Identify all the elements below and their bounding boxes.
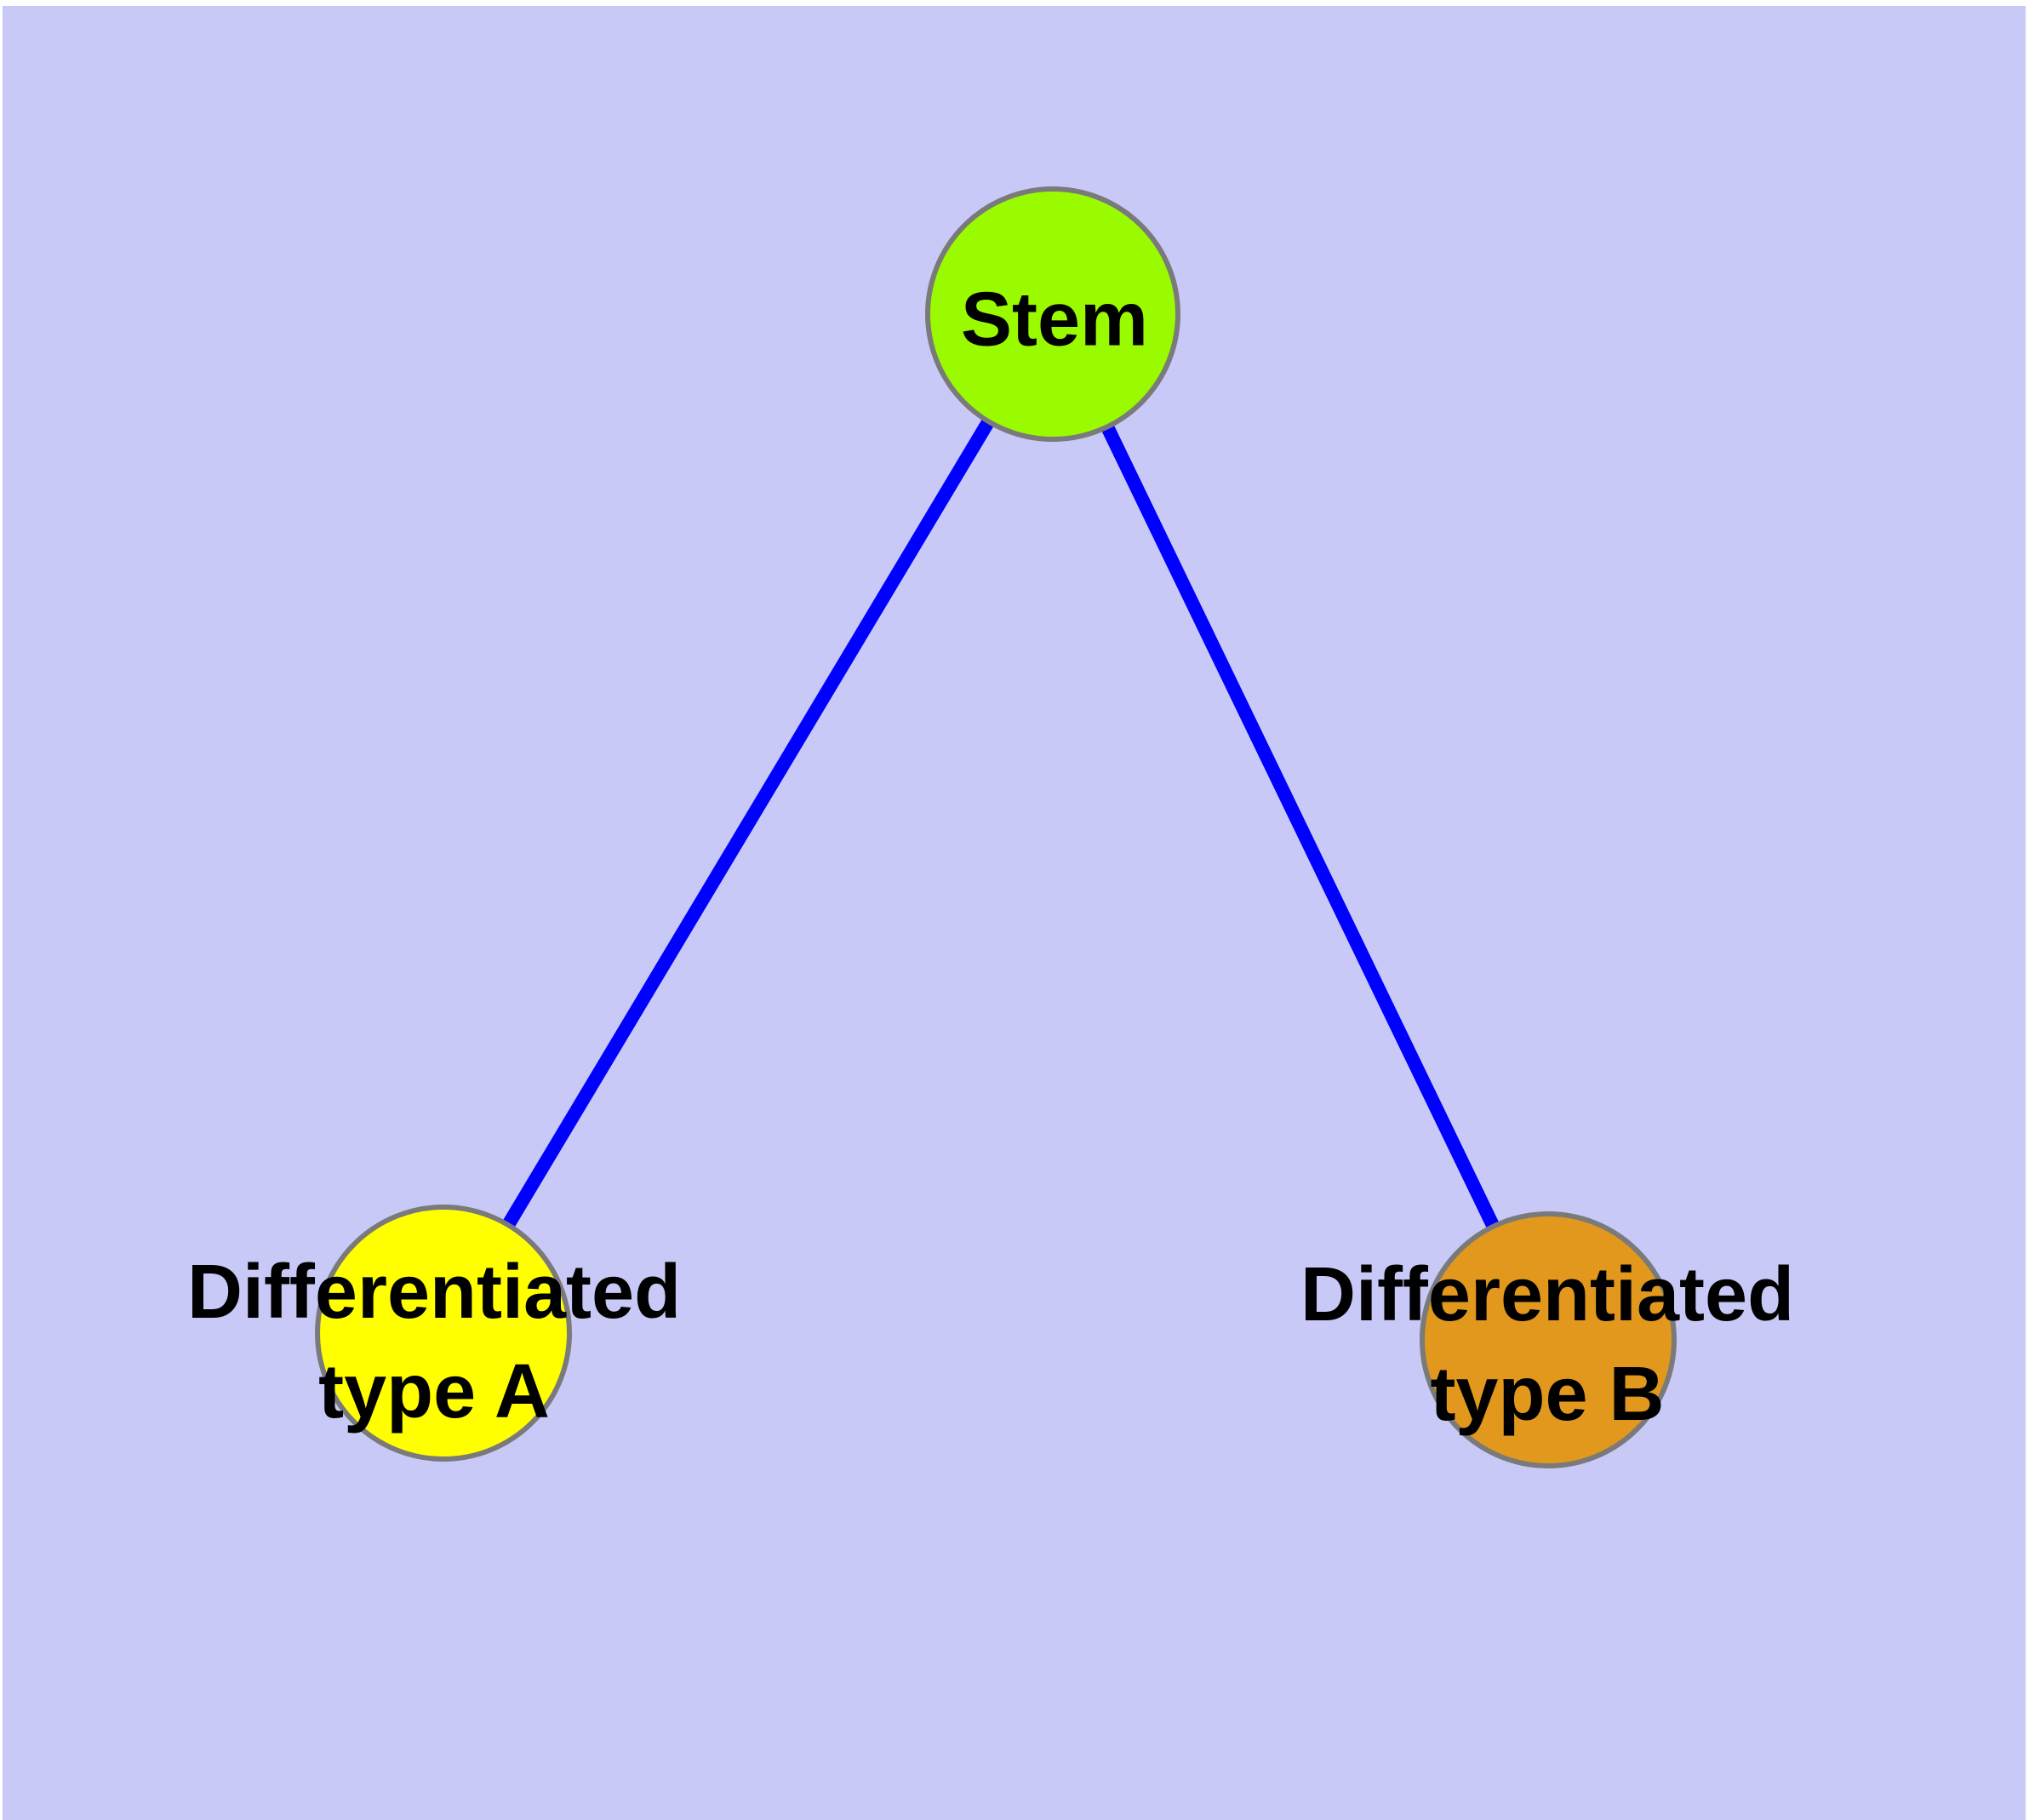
node-type-a-label-line-2: type A [318,1349,550,1434]
node-stem-circle [925,186,1180,442]
node-type-b-label-line-1: Differentiated [1300,1252,1795,1337]
node-type-a-label-line-1: Differentiated [186,1250,682,1335]
node-stem-label: Stem [961,271,1148,370]
node-type-a-circle [315,1205,572,1462]
node-stem-label-line: Stem [960,277,1149,363]
node-type-b-circle [1420,1211,1677,1468]
node-type-b-label: Differentiated type B [1300,1245,1794,1445]
node-type-b-label-line-2: type B [1430,1352,1665,1437]
edge-stem-to-type-a [437,310,1059,1337]
node-type-a-label: Differentiated type A [187,1243,681,1442]
edge-stem-to-type-b [1046,311,1555,1343]
